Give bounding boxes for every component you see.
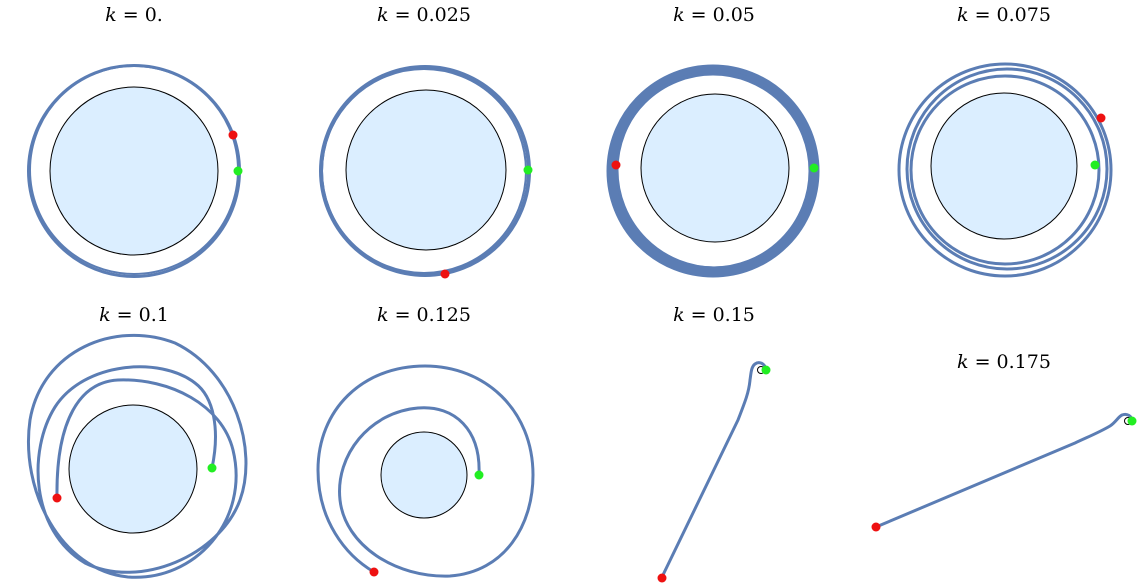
planet-disc <box>380 431 468 519</box>
start-marker <box>809 163 819 173</box>
panel-k-0.15: k = 0.15 <box>657 304 771 583</box>
end-marker <box>440 269 450 279</box>
end-marker <box>228 130 238 140</box>
panel-title: k = 0.15 <box>673 304 755 326</box>
end-marker <box>611 160 621 170</box>
start-marker <box>207 463 217 473</box>
end-marker <box>657 573 667 583</box>
planet-disc <box>68 404 198 534</box>
panel-k-0.125: k = 0.125 <box>316 304 535 578</box>
panel-title: k = 0.025 <box>377 4 471 26</box>
start-marker <box>1127 416 1137 426</box>
start-marker <box>523 165 533 175</box>
panel-title: k = 0.075 <box>957 4 1051 26</box>
planet-disc <box>49 86 219 256</box>
end-marker <box>369 567 379 577</box>
planet-disc <box>930 92 1078 240</box>
panel-title: k = 0.1 <box>99 304 169 326</box>
end-marker <box>871 522 881 532</box>
panel-k-0.1: k = 0.1 <box>27 304 248 579</box>
end-marker <box>1096 113 1106 123</box>
start-marker <box>761 365 771 375</box>
panel-k-0.175: k = 0.175 <box>871 351 1137 532</box>
start-marker <box>233 166 243 176</box>
planet-disc <box>345 89 507 251</box>
orbit-trajectory <box>897 62 1113 278</box>
panel-title: k = 0. <box>105 4 163 26</box>
panel-k-0.075: k = 0.075 <box>897 4 1113 278</box>
planet-disc <box>640 93 790 243</box>
orbit-trajectory <box>316 364 535 578</box>
panel-k-0.05: k = 0.05 <box>606 4 820 278</box>
orbit-trajectory <box>27 333 248 579</box>
orbit-trajectory <box>660 361 768 579</box>
orbit-trajectory <box>874 412 1134 529</box>
panel-k-0.025: k = 0.025 <box>319 4 533 279</box>
start-marker <box>474 470 484 480</box>
end-marker <box>52 493 62 503</box>
start-marker <box>1090 160 1100 170</box>
panel-title: k = 0.05 <box>673 4 755 26</box>
panel-title: k = 0.125 <box>377 304 471 326</box>
panel-title: k = 0.175 <box>957 351 1051 373</box>
panel-k-0: k = 0. <box>27 4 243 278</box>
